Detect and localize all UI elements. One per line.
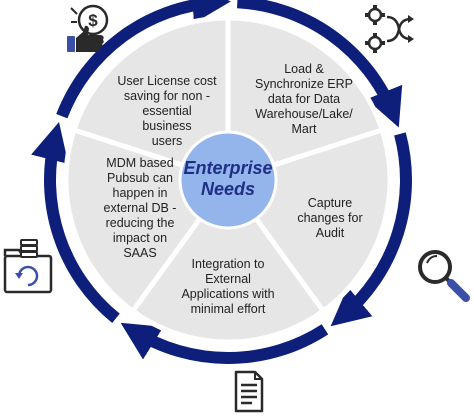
center-title: Enterprise Needs bbox=[183, 158, 273, 199]
cycle-arrow-1 bbox=[56, 0, 231, 119]
document-icon bbox=[234, 370, 264, 413]
segment-text-line: Applications with bbox=[181, 287, 275, 301]
segment-text-line: essential business bbox=[142, 104, 192, 133]
segment-text-line: Load & bbox=[284, 62, 324, 76]
thumbs-up-dollar-icon: $ bbox=[67, 4, 109, 52]
segment-text-line: Integration to bbox=[191, 257, 265, 271]
segment-text-line: data for Data bbox=[267, 92, 341, 106]
segment-text-line: Pubsub can bbox=[106, 171, 174, 185]
segment-text-line: Warehouse/Lake/ bbox=[255, 107, 353, 121]
segment-text-line: happen in bbox=[112, 186, 168, 200]
segment-text-line: users bbox=[151, 134, 183, 148]
cycle-arrow-5 bbox=[31, 122, 120, 323]
data-sync-gears-icon bbox=[365, 5, 414, 53]
cycle-ring bbox=[31, 0, 412, 364]
segment-text-line: External bbox=[205, 272, 251, 286]
segment-text-line: reducing the bbox=[105, 216, 175, 230]
cycle-arrow-3 bbox=[330, 132, 412, 327]
database-folder-icon bbox=[3, 239, 53, 294]
svg-text:$: $ bbox=[88, 11, 98, 30]
segment-text-line: MDM based bbox=[106, 156, 174, 170]
segment-text-line: Mart bbox=[291, 122, 317, 136]
segment-text-line: Audit bbox=[315, 226, 345, 240]
segment-text-line: SAAS bbox=[123, 246, 157, 260]
segment-text-line: changes for bbox=[297, 211, 363, 225]
segment-text-line: User License cost bbox=[117, 74, 217, 88]
magnifying-glass-icon bbox=[418, 250, 470, 302]
segment-text-line: Capture bbox=[307, 196, 353, 210]
segment-text-line: Synchronize ERP bbox=[255, 77, 353, 91]
segment-text-line: impact on bbox=[112, 231, 168, 245]
segment-text-line: saving for non - bbox=[123, 89, 211, 103]
segment-text-line: external DB - bbox=[103, 201, 177, 215]
segments bbox=[63, 15, 393, 345]
center-circle bbox=[178, 130, 278, 230]
segment-text-line: minimal effort bbox=[190, 302, 266, 316]
cycle-arrow-4 bbox=[120, 322, 329, 364]
cycle-arrow-2 bbox=[236, 0, 403, 128]
